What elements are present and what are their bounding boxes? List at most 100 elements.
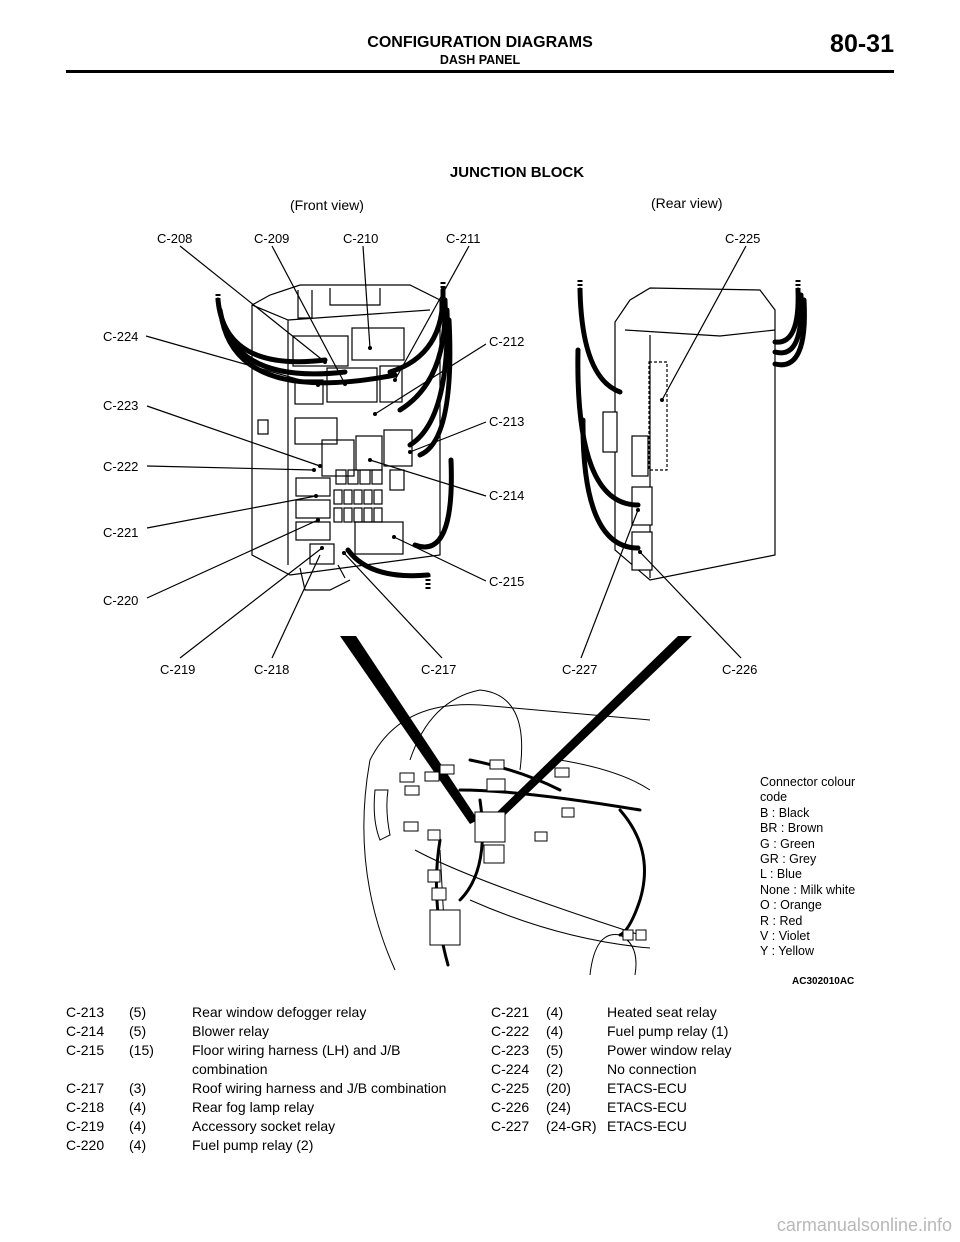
header-rule <box>66 70 894 73</box>
connector-pins: (4) <box>129 1118 147 1134</box>
connector-pins: (4) <box>546 1023 564 1039</box>
connector-desc: Accessory socket relay <box>192 1118 336 1134</box>
callout-c211: C-211 <box>446 231 480 246</box>
callout-c217: C-217 <box>421 662 456 677</box>
front-view-wire-ends <box>215 282 446 590</box>
connector-pins: (5) <box>129 1023 147 1039</box>
connector-id: C-220 <box>66 1137 105 1153</box>
table-row: C-217 (3) Roof wiring harness and J/B co… <box>66 1079 482 1098</box>
rear-view-harness-wires <box>575 287 807 551</box>
dashboard-sketch <box>363 689 651 976</box>
connector-id: C-221 <box>491 1004 530 1020</box>
legend-item: B : Black <box>760 805 810 820</box>
connector-pins: (3) <box>129 1080 147 1096</box>
diagram-title: JUNCTION BLOCK <box>449 164 585 181</box>
callout-c222: C-222 <box>103 459 138 474</box>
connector-desc: No connection <box>607 1061 697 1077</box>
callout-c220: C-220 <box>103 593 138 608</box>
callout-c224: C-224 <box>103 329 138 344</box>
connector-pins: (24) <box>546 1099 571 1115</box>
legend-item: R : Red <box>760 913 803 928</box>
table-row: C-218 (4) Rear fog lamp relay <box>66 1098 482 1117</box>
figure-code: AC302010AC <box>792 976 855 987</box>
legend-item: BR : Brown <box>760 821 824 836</box>
callout-c210: C-210 <box>343 231 378 246</box>
connector-pins: (5) <box>546 1042 564 1058</box>
table-row: C-226 (24) ETACS-ECU <box>491 1098 807 1117</box>
legend-item: G : Green <box>760 836 815 851</box>
connector-colour-legend: Connector colour code B : Black BR : Bro… <box>760 775 855 960</box>
connector-pins: (15) <box>129 1042 154 1058</box>
connector-pins: (20) <box>546 1080 571 1096</box>
table-row: C-223 (5) Power window relay <box>491 1041 807 1060</box>
connector-desc: Heated seat relay <box>607 1004 717 1020</box>
callout-c218: C-218 <box>254 662 289 677</box>
callout-c219: C-219 <box>160 662 195 677</box>
connector-id: C-224 <box>491 1061 530 1077</box>
legend-title-line2: code <box>760 790 788 805</box>
connector-id: C-225 <box>491 1080 530 1096</box>
callout-c208: C-208 <box>157 231 192 246</box>
legend-item: Y : Yellow <box>760 944 814 959</box>
connector-desc: Fuel pump relay (2) <box>192 1137 314 1153</box>
connector-desc: ETACS-ECU <box>607 1118 687 1134</box>
callout-c227: C-227 <box>562 662 597 677</box>
legend-item: L : Blue <box>760 867 802 882</box>
callout-c225: C-225 <box>725 231 760 246</box>
table-row: C-224 (2) No connection <box>491 1060 807 1079</box>
rear-view-junction-block <box>602 287 776 581</box>
callout-c221: C-221 <box>103 525 138 540</box>
connector-desc: Rear fog lamp relay <box>192 1099 315 1115</box>
legend-title-line1: Connector colour <box>760 775 856 789</box>
callout-c223: C-223 <box>103 398 138 413</box>
table-row: C-221 (4) Heated seat relay <box>491 1003 807 1022</box>
connector-id: C-227 <box>491 1118 530 1134</box>
front-view-label: (Front view) <box>290 197 364 213</box>
location-pointer-right <box>493 636 692 820</box>
callout-c215: C-215 <box>489 574 524 589</box>
connector-id: C-219 <box>66 1118 105 1134</box>
connector-desc: Fuel pump relay (1) <box>607 1023 729 1039</box>
table-row: C-222 (4) Fuel pump relay (1) <box>491 1022 807 1041</box>
legend-item: GR : Grey <box>760 852 817 867</box>
page-title: CONFIGURATION DIAGRAMS <box>367 34 593 51</box>
page-subtitle: DASH PANEL <box>439 53 521 67</box>
connector-id: C-217 <box>66 1080 105 1096</box>
connector-desc: Rear window defogger relay <box>192 1004 367 1020</box>
connector-list-right: C-221 (4) Heated seat relay C-222 (4) Fu… <box>491 1003 807 1136</box>
table-row: C-220 (4) Fuel pump relay (2) <box>66 1136 482 1155</box>
table-row: C-213 (5) Rear window defogger relay <box>66 1003 482 1022</box>
table-row: C-227 (24-GR) ETACS-ECU <box>491 1117 807 1136</box>
front-view-harness-wires <box>215 287 454 579</box>
legend-item: V : Violet <box>760 929 810 944</box>
connector-desc: ETACS-ECU <box>607 1080 687 1096</box>
table-row: C-214 (5) Blower relay <box>66 1022 482 1041</box>
connector-desc: Roof wiring harness and J/B combination <box>192 1080 447 1096</box>
connector-pins: (4) <box>129 1099 147 1115</box>
location-pointer-left <box>340 636 478 824</box>
connector-desc: ETACS-ECU <box>607 1099 687 1115</box>
callout-c213: C-213 <box>489 414 524 429</box>
connector-list-left: C-213 (5) Rear window defogger relay C-2… <box>66 1003 482 1155</box>
connector-id: C-222 <box>491 1023 530 1039</box>
callout-dots <box>312 346 664 555</box>
callout-c209: C-209 <box>254 231 289 246</box>
connector-pins: (2) <box>546 1061 564 1077</box>
table-row: C-225 (20) ETACS-ECU <box>491 1079 807 1098</box>
watermark[interactable]: carmanualsonline.info <box>776 1215 952 1235</box>
connector-id: C-223 <box>491 1042 530 1058</box>
connector-id: C-226 <box>491 1099 530 1115</box>
rear-view-label: (Rear view) <box>651 195 723 211</box>
legend-item: O : Orange <box>760 898 822 913</box>
callout-leaders <box>145 245 747 659</box>
connector-id: C-218 <box>66 1099 105 1115</box>
callout-c226: C-226 <box>722 662 757 677</box>
connector-desc: Power window relay <box>607 1042 732 1058</box>
table-row: C-219 (4) Accessory socket relay <box>66 1117 482 1136</box>
connector-pins: (4) <box>546 1004 564 1020</box>
connector-id: C-213 <box>66 1004 105 1020</box>
page-number: 80-31 <box>830 30 894 58</box>
front-view-junction-block <box>251 284 441 591</box>
connector-pins: (4) <box>129 1137 147 1153</box>
